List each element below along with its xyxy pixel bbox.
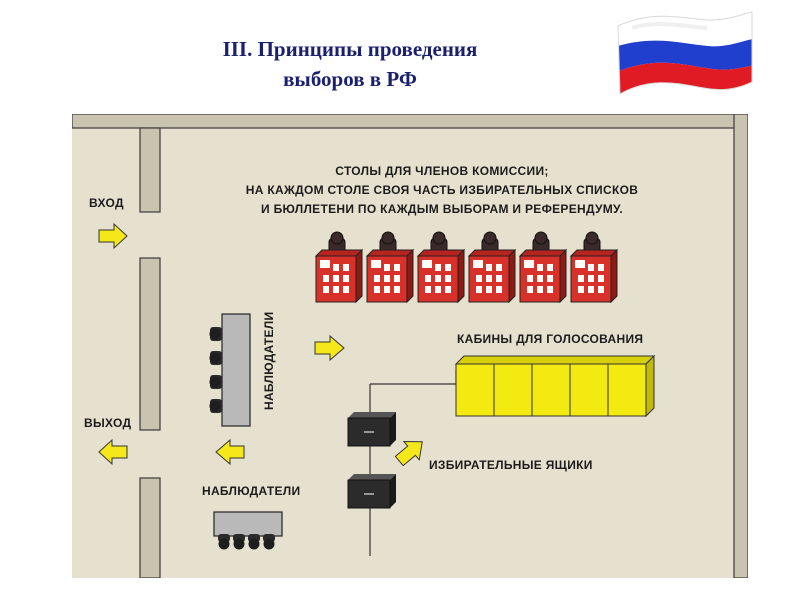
voting-booth — [493, 363, 533, 417]
entrance-arrow-icon — [98, 222, 128, 250]
commission-tables-label: СТОЛЫ ДЛЯ ЧЛЕНОВ КОМИССИИ; НА КАЖДОМ СТО… — [222, 162, 662, 219]
commission-tables-label-line-2: НА КАЖДОМ СТОЛЕ СВОЯ ЧАСТЬ ИЗБИРАТЕЛЬНЫХ… — [245, 183, 639, 197]
page-title-line-1: III. Принципы проведения — [222, 37, 478, 61]
ballot-box-pointer-arrow-icon — [394, 441, 423, 467]
left-wall-lower — [139, 477, 161, 578]
commission-tables — [314, 231, 619, 304]
commission-tables-label-line-3: И БЮЛЛЕТЕНИ ПО КАЖДЫМ ВЫБОРАМ И РЕФЕРЕНД… — [261, 202, 623, 216]
commission-table — [518, 231, 568, 304]
page-title: III. Принципы проведения выборов в РФ — [150, 34, 550, 94]
observer-figure — [248, 534, 260, 550]
observer-figure — [263, 534, 275, 550]
voting-booths — [454, 354, 656, 418]
voting-booths-label: КАБИНЫ ДЛЯ ГОЛОСОВАНИЯ — [457, 332, 644, 346]
observer-figure — [218, 534, 230, 550]
observer-figure — [209, 327, 222, 341]
exit-arrow-icon — [98, 438, 128, 466]
voting-booth — [531, 363, 571, 417]
right-wall — [733, 114, 748, 578]
top-wall — [72, 114, 748, 129]
exit-label: ВЫХОД — [84, 416, 132, 430]
observer-figure — [209, 399, 222, 413]
observers-bench-bottom — [213, 511, 283, 550]
ballot-boxes-label: ИЗБИРАТЕЛЬНЫЕ ЯЩИКИ — [429, 458, 593, 472]
commission-table — [365, 231, 415, 304]
commission-table — [314, 231, 364, 304]
commission-table — [416, 231, 466, 304]
commission-table — [467, 231, 517, 304]
inner-arrow-icon — [314, 334, 345, 362]
left-wall-upper — [139, 127, 161, 213]
observer-figure — [233, 534, 245, 550]
observers-vertical-label: НАБЛЮДАТЕЛИ — [262, 311, 276, 410]
entrance-label: ВХОД — [89, 196, 124, 210]
observer-figure — [209, 375, 222, 389]
observers-bench-vertical — [209, 313, 251, 427]
ballot-box — [347, 412, 396, 447]
floor-background — [72, 114, 748, 578]
exit-direction-arrow-icon — [215, 438, 245, 466]
polling-station-floor-plan: ВХОД ВЫХОД СТОЛЫ ДЛЯ ЧЛЕНОВ КОМИССИИ; НА… — [72, 114, 748, 578]
russian-flag-icon — [617, 11, 753, 95]
commission-table — [569, 231, 619, 304]
observers-bottom-label: НАБЛЮДАТЕЛИ — [202, 484, 301, 498]
page-title-line-2: выборов в РФ — [283, 67, 417, 91]
voting-booth — [607, 363, 647, 417]
commission-tables-label-line-1: СТОЛЫ ДЛЯ ЧЛЕНОВ КОМИССИИ; — [335, 164, 549, 178]
ballot-box — [347, 474, 396, 509]
observer-figure — [209, 351, 222, 365]
floor-plan-drawing — [72, 114, 748, 578]
left-wall-middle — [139, 257, 161, 431]
voting-booth — [455, 363, 495, 417]
voting-booth — [569, 363, 609, 417]
